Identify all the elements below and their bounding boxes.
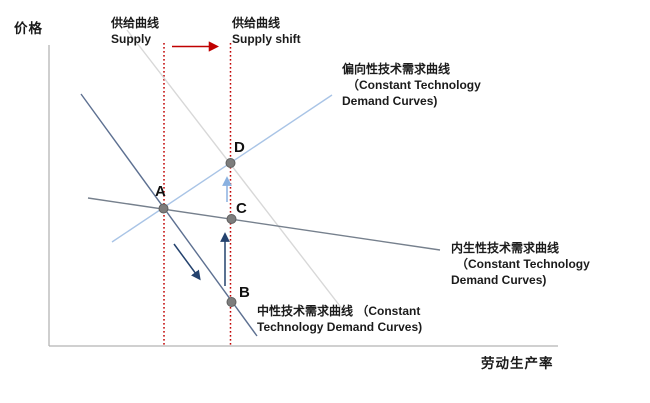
endogenous-demand-curve-label-en1: （Constant Technology — [456, 256, 590, 271]
biased-demand-curve-label-en2: Demand Curves) — [342, 93, 438, 108]
endogenous-demand-curve-label: 内生性技术需求曲线 （Constant Technology Demand Cu… — [451, 241, 590, 288]
supply-curve-1-label: 供给曲线 Supply — [111, 16, 159, 48]
biased-demand-curve-label: 偏向性技术需求曲线 （Constant Technology Demand Cu… — [342, 62, 481, 109]
biased-demand-curve-label-zh: 偏向性技术需求曲线 — [342, 62, 451, 76]
biased-demand-curve-line — [111, 94, 333, 243]
y-axis-label: 价格 — [14, 21, 43, 36]
point-C-dot — [226, 214, 237, 224]
x-axis-label: 劳动生产率 — [481, 356, 554, 371]
neutral-demand-curve-label-l1: 中性技术需求曲线 （Constant — [257, 304, 421, 318]
endogenous-demand-curve-label-en2: Demand Curves) — [451, 272, 547, 287]
supply-curve-2-label: 供给曲线 Supply shift — [232, 16, 301, 48]
point-D-dot — [225, 158, 236, 168]
neutral-demand-curve-label-l2: Technology Demand Curves) — [257, 319, 423, 334]
down-along-neutral-arrow — [173, 243, 201, 281]
point-C-label: C — [236, 200, 247, 217]
neutral-demand-curve-label: 中性技术需求曲线 （Constant Technology Demand Cur… — [257, 304, 422, 336]
supply-curve-2-label-zh: 供给曲线 — [232, 16, 281, 30]
point-A-label: A — [155, 183, 166, 200]
supply-curve-1-label-zh: 供给曲线 — [111, 16, 160, 30]
shifted-gray-curve-line — [126, 29, 344, 311]
neutral-demand-curve-line — [80, 93, 258, 337]
supply-curve-1-label-en: Supply — [111, 31, 152, 46]
point-D-label: D — [234, 139, 245, 156]
supply-curve-2-label-en: Supply shift — [232, 31, 301, 46]
point-B-dot — [226, 297, 237, 307]
endogenous-demand-curve-label-zh: 内生性技术需求曲线 — [451, 241, 560, 255]
point-A-dot — [158, 203, 169, 214]
biased-demand-curve-label-en1: （Constant Technology — [347, 77, 481, 92]
point-B-label: B — [239, 284, 250, 301]
endogenous-demand-curve-line — [87, 197, 441, 251]
